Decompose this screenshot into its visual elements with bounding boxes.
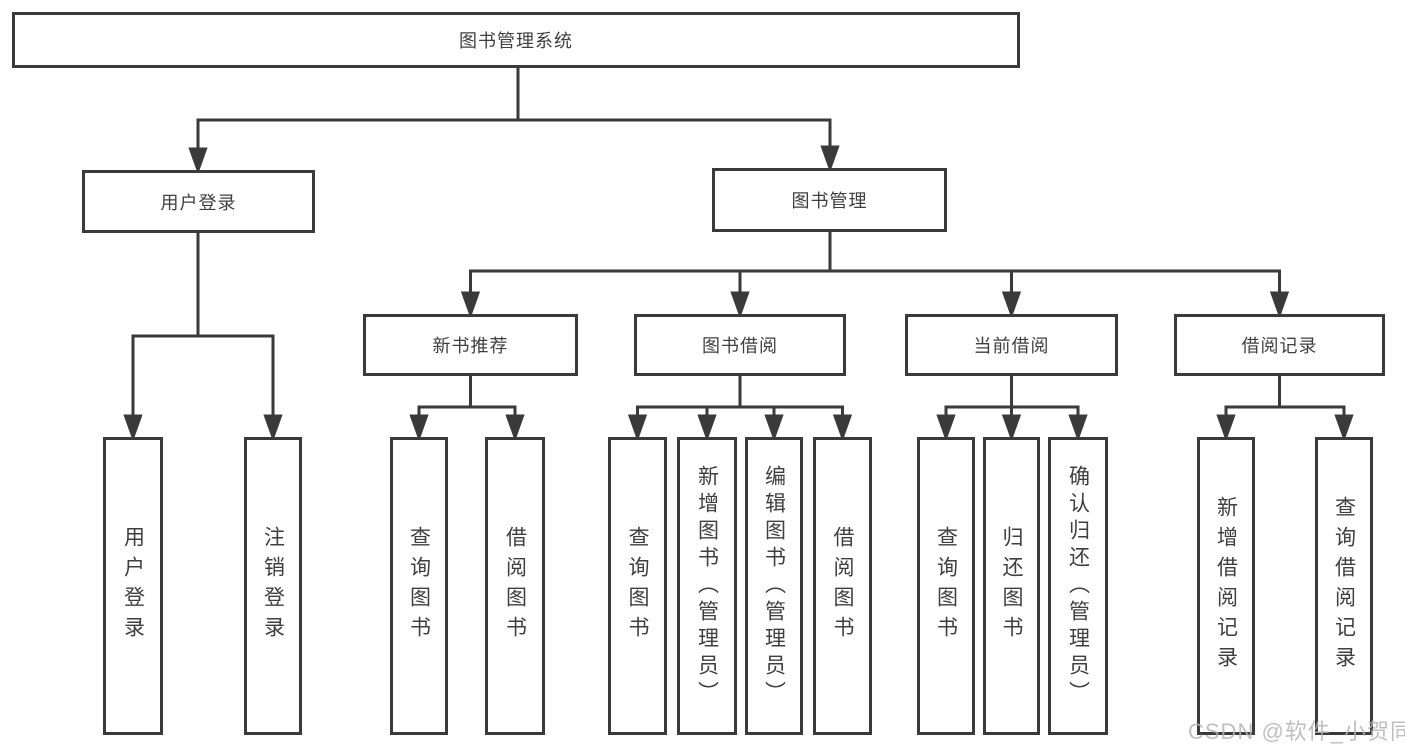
leaf-newbooks-borrow: 借阅图书 (485, 437, 545, 735)
arrowhead-leaf-br-search (1334, 414, 1354, 442)
arrowhead-leaf-user-login (123, 414, 143, 442)
arrowhead-leaf-nb-borrow (505, 414, 525, 442)
leaf-currentborrow-search: 查询图书 (917, 437, 975, 735)
arrowhead-leaf-bb-add (697, 414, 717, 442)
arrowhead-leaf-cb-confirm (1068, 414, 1088, 442)
node-current-borrow: 当前借阅 (905, 314, 1118, 376)
leaf-bookborrow-add-admin: 新增图书（管理员） (677, 437, 737, 735)
leaf-newbooks-search: 查询图书 (390, 437, 448, 735)
arrowhead-leaf-br-add (1216, 414, 1236, 442)
leaf-user-login: 用户登录 (103, 437, 163, 735)
arrowhead-borrow-records (1269, 291, 1290, 319)
arrowhead-leaf-cb-return (1001, 414, 1022, 442)
arrowhead-leaf-bb-search (627, 414, 648, 442)
node-book-management: 图书管理 (712, 168, 947, 232)
arrowhead-leaf-logout (263, 414, 283, 442)
arrowhead-user-login (188, 147, 208, 175)
leaf-records-search: 查询借阅记录 (1315, 437, 1373, 735)
node-book-borrow: 图书借阅 (634, 314, 846, 376)
leaf-bookborrow-borrow: 借阅图书 (813, 437, 872, 735)
arrowhead-current-borrow (1001, 291, 1022, 319)
leaf-currentborrow-return: 归还图书 (983, 437, 1040, 735)
arrowhead-leaf-cb-search (936, 414, 956, 442)
node-user-login: 用户登录 (82, 170, 315, 233)
leaf-bookborrow-search: 查询图书 (608, 437, 667, 735)
leaf-records-add: 新增借阅记录 (1197, 437, 1255, 735)
leaf-currentborrow-confirm-admin: 确认归还（管理员） (1048, 437, 1108, 735)
arrowhead-leaf-nb-search (409, 414, 429, 442)
arrowhead-leaf-bb-edit (764, 414, 784, 442)
leaf-bookborrow-edit-admin: 编辑图书（管理员） (745, 437, 803, 735)
node-new-book-recommend: 新书推荐 (363, 314, 578, 376)
arrowhead-new-books (460, 291, 481, 319)
node-borrow-records: 借阅记录 (1174, 314, 1385, 376)
arrowhead-book-borrow (730, 291, 750, 319)
csdn-watermark: CSDN @软件_小贺同学 (1188, 719, 1405, 744)
leaf-logout: 注销登录 (244, 437, 302, 735)
node-root-system: 图书管理系统 (12, 12, 1020, 68)
arrowhead-leaf-bb-borrow (832, 414, 853, 442)
arrowhead-book-mgmt (820, 145, 840, 173)
